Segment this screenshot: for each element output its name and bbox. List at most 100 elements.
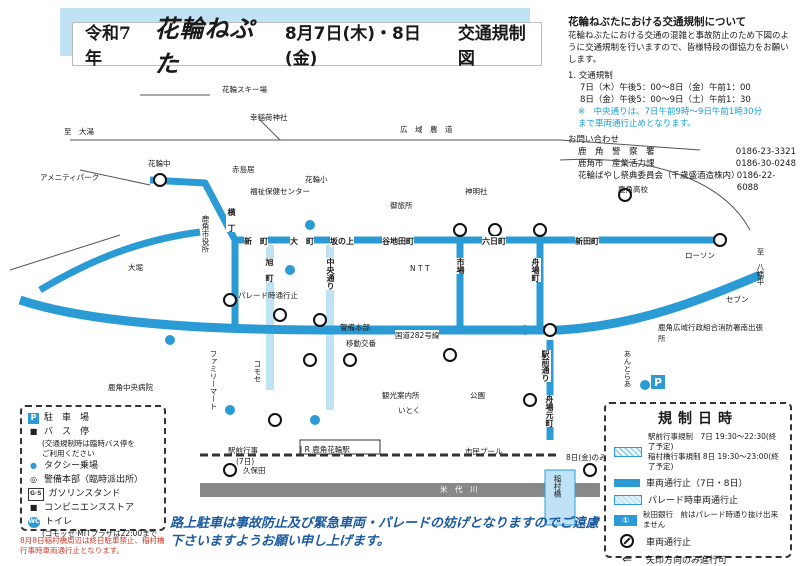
label-inari: 幸稲荷神社 [250,113,288,122]
label-inamura: 稲村橋 [553,475,562,498]
legend-text: トイレ [45,517,73,527]
notice-cyan-1: ※ 中央通りは、7日午前9時〜9日午前1時30分 [578,107,763,117]
legend-noentry-wrap [614,534,640,548]
route-282 [18,270,762,335]
title-event: 花輪ねぷた [154,14,255,78]
label-station: J R 鹿角花輪駅 [300,445,350,454]
bus-stop-icon: ■ [29,427,38,436]
no-entry-markers [153,173,727,477]
legend-schedule-title: 規制日時 [658,411,738,427]
no-entry-icon [273,308,287,322]
no-entry-icon [303,353,317,367]
label-eki-day: (7日) [236,457,255,466]
no-entry-icon [543,323,557,337]
contact-tel: 0186-30-0248 [735,159,796,169]
label-akashima: 赤島居 [232,165,255,174]
label-cosmo: コモセ [253,360,262,383]
no-entry-icon [453,223,467,237]
label-familymart: ファミリーマート [209,350,218,410]
contact-heading: お問い合わせ [568,135,620,145]
legend-row: G·S ガソリンスタンド [28,487,158,501]
legend-row: ◎警備本部（臨時派出所） [28,473,158,487]
toilet-icon [310,415,320,425]
label-route-282: 国道282号線 [395,330,440,341]
legend-note: (交通規制時は臨時バス停を [42,439,135,448]
road-northeast [559,158,751,231]
label-shinmei: 神明社 [465,187,488,196]
parking-warning: 路上駐車は事故防止及び緊急車両・パレードの妨げとなりますのでご遠慮下さいますよう… [170,516,599,549]
title-year: 令和7年 [85,24,131,69]
street-ekimae: 駅前通り [540,350,551,382]
no-entry-icon [153,173,167,187]
no-entry-icon [223,293,237,307]
no-entry-icon [620,534,634,548]
street-omachi: 大 町 [290,236,314,247]
label-lawson: ローソン [685,251,715,260]
no-entry-icon [268,413,282,427]
legend-row: ⇐矢印方向のみ進行可 [614,552,782,566]
street-muikamachi: 六日町 [482,236,506,247]
legend-text: バ ス 停 [44,427,90,437]
taxi-icon: ● [30,461,37,470]
notice-section: 1. 交通規制 [568,71,613,81]
parking-icon [651,375,665,389]
street-funabamoto: 舟場元町 [544,395,555,427]
label-itoku: いとく [398,406,421,415]
notice-time-1: 7日（木）午後5：00〜8日（金）午前1：00 [580,83,751,93]
no-entry-icon [223,463,237,477]
label-ski-area: 花輪スキー場 [222,85,267,94]
title-kind: 交通規制図 [457,24,526,69]
legend-text: 車両通行止（7日・8日） [646,479,748,489]
no-entry-icon [533,223,547,237]
parking-icon: P [28,412,39,424]
toilet-icon [165,335,175,345]
label-hanawa-es: 花輪小 [305,175,328,184]
label-gohoin: 御旅所 [390,201,413,210]
road-amenity [79,169,151,186]
toilet-icon [520,325,530,335]
label-kanko: 観光案内所 [382,391,420,400]
legend-row: ● タクシー乗場 [28,459,158,473]
legend-text: ガソリンスタンド [48,489,121,499]
legend-text: 矢印方向のみ進行可 [646,555,728,566]
toilet-icon [225,405,235,415]
label-mae-day: 8日(金)のみ [566,453,607,462]
contact-row: 花輪ばやし祭典委員会（千歳盛酒造株内）0186-22-6088 [568,170,796,194]
notice-cyan-2: まで車両通行止めとなります。 [578,119,696,129]
street-yokocho: 横 丁 [226,208,237,232]
toilet-markers [165,220,650,425]
inamura-bridge-block [544,469,576,526]
street-chuo: 中央通り [325,258,336,290]
no-entry-icon [523,393,537,407]
toilet-icon [640,380,650,390]
legend-text: パレード時車両通行止 [648,496,739,506]
street-shindenmachi: 新田町 [575,236,599,247]
footnote: 8月8日稲村橋周辺は終日駐車禁止、稲村橋行事時車両通行止となります。 [20,536,165,555]
legend-text: 車両通行止 [646,537,692,548]
street-sakanoue: 坂の上 [330,236,354,247]
road-inari [259,119,281,141]
street-yachidamachi: 谷地田町 [382,236,414,247]
label-civic: 鹿角市役所 [201,215,210,253]
no-entry-icon [313,313,327,327]
label-idou: 移動交番 [346,339,376,348]
gas-station-icon: G·S [28,487,44,501]
label-ekimae-event: 駅前行事 [228,446,258,455]
no-entry-icon [443,348,457,362]
label-hospital: 鹿角中央病院 [108,383,153,392]
label-oshu: 大堀 [128,263,143,272]
no-entry-icon [488,223,502,237]
street-ichiba: 市場 [455,258,466,274]
label-park: 公園 [470,391,485,400]
legend-swatch-event [614,447,642,457]
legend-text: 駅前行事規制 7日 19:30〜22:30(終了予定)稲村橋行事規制 8日 19… [648,432,782,472]
label-kubota: 久保田 [243,466,266,475]
legend-text: タクシー乗場 [44,461,99,471]
label-route-omagari: 至 大湯 [64,127,94,136]
legend-swatch-parade [614,494,642,505]
legend-row: 車両通行止 [614,534,782,548]
legend-text: コンビニエンスストア [44,503,134,513]
